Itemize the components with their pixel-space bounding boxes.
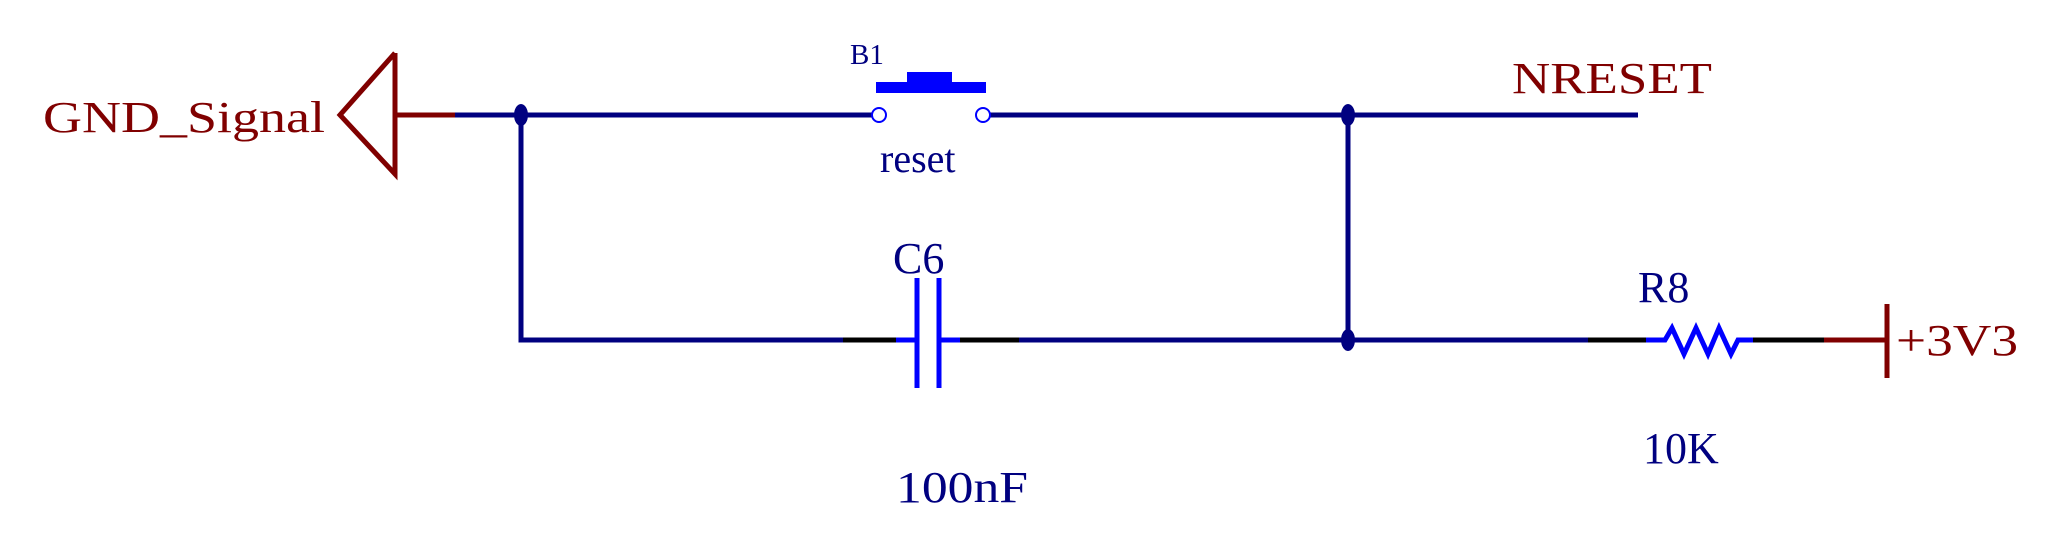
gnd-net-label: GND_Signal	[43, 93, 325, 142]
resistor-r8-symbol[interactable]	[1588, 321, 1826, 361]
gnd-port-symbol[interactable]	[336, 51, 456, 181]
capacitor-c6-symbol[interactable]	[843, 278, 1019, 388]
power-net-label: +3V3	[1896, 316, 2018, 365]
resistor-designator: R8	[1638, 263, 1689, 312]
junction-dot	[1341, 329, 1355, 351]
switch-designator: B1	[850, 39, 884, 71]
junction-dot	[1341, 104, 1355, 126]
capacitor-designator: C6	[893, 234, 944, 283]
wires	[455, 112, 1638, 343]
switch-b1-symbol[interactable]	[871, 72, 991, 123]
switch-value: reset	[880, 136, 956, 181]
capacitor-value: 100nF	[896, 463, 1028, 512]
wire-left-vertical	[518, 115, 843, 343]
nreset-net-label: NRESET	[1512, 54, 1712, 103]
resistor-value: 10K	[1643, 424, 1719, 473]
junction-dot	[514, 104, 528, 126]
power-port-symbol[interactable]	[1824, 304, 1890, 378]
